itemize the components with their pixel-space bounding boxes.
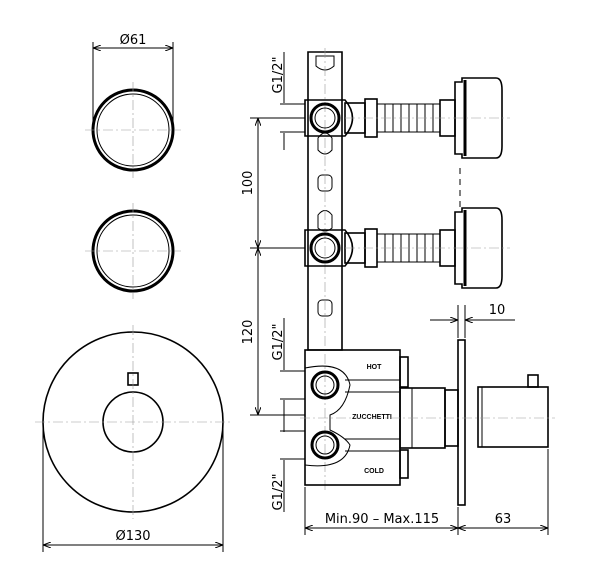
wall-depth-label: Min.90 – Max.115 [325, 512, 439, 527]
diameter-61-label: Ø61 [120, 33, 147, 48]
depth-dimensions: Min.90 – Max.115 63 [304, 449, 549, 535]
riser-bar [307, 48, 343, 490]
thread-top-label: G1/2" [271, 57, 286, 94]
spacing-120-label: 120 [241, 320, 256, 345]
thread-dimensions: G1/2" G1/2" G1/2" [271, 52, 305, 512]
upper-valve-assembly [304, 77, 510, 159]
thermostatic-body: HOT ZUCCHETTI COLD [304, 349, 409, 486]
cover-plate [457, 339, 466, 506]
plate-thickness-dimension: 10 [430, 303, 515, 338]
handle-depth-label: 63 [495, 512, 512, 527]
spacing-dimensions: 100 120 [241, 117, 305, 416]
handle [300, 374, 555, 448]
diameter-130-dimension: Ø130 [42, 424, 224, 552]
cold-label: COLD [364, 468, 384, 475]
front-knob-upper [85, 82, 181, 178]
front-knob-lower [85, 203, 181, 299]
hot-label: HOT [367, 364, 383, 371]
brand-label: ZUCCHETTI [352, 414, 392, 421]
thread-bottom-label: G1/2" [271, 474, 286, 511]
lower-valve-assembly [304, 207, 510, 289]
front-plate [35, 325, 231, 519]
diameter-61-dimension: Ø61 [92, 33, 174, 128]
diameter-130-label: Ø130 [115, 529, 150, 544]
thread-middle-label: G1/2" [271, 324, 286, 361]
spacing-100-label: 100 [241, 171, 256, 196]
plate-thickness-label: 10 [489, 303, 506, 318]
